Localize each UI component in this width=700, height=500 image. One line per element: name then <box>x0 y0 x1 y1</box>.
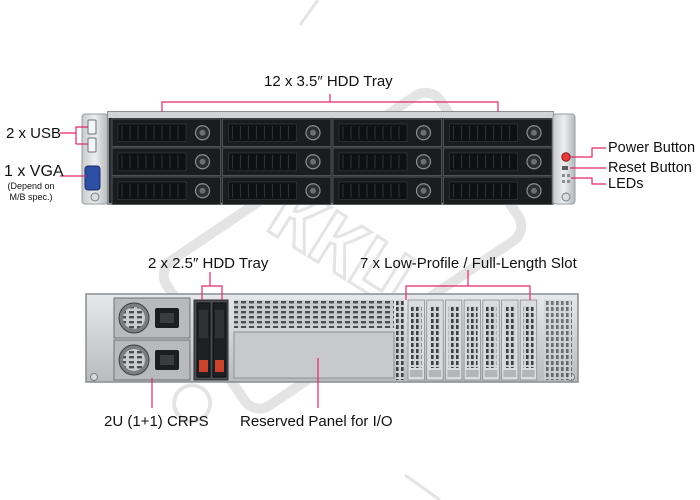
power-button-label: Power Button <box>608 140 696 156</box>
vga-note-line1: (Depend on <box>7 181 55 191</box>
leds-label: LEDs <box>608 176 644 192</box>
expansion-slot[interactable] <box>444 299 463 381</box>
reset-button[interactable] <box>562 166 568 170</box>
hdd-bay[interactable] <box>443 176 553 205</box>
expansion-slot[interactable] <box>463 299 482 381</box>
rear-top-vent <box>234 300 394 328</box>
io-panel-label: Reserved Panel for I/O <box>240 413 393 430</box>
front-hdd-bays <box>111 118 553 205</box>
hdd-bay[interactable] <box>111 176 221 205</box>
psu-2 <box>113 339 191 381</box>
psu-1 <box>113 297 191 339</box>
expansion-slot[interactable] <box>426 299 444 381</box>
rear-callouts <box>151 270 531 408</box>
vga-label: 1 x VGA <box>4 163 64 180</box>
crps-label: 2U (1+1) CRPS <box>104 413 209 430</box>
hdd-bay[interactable] <box>111 147 221 176</box>
usb-port-1 <box>87 119 97 135</box>
expansion-slot-label: 7 x Low-Profile / Full-Length Slot <box>360 255 577 272</box>
rear-hdd-trays <box>193 299 229 381</box>
expansion-slot[interactable] <box>407 299 425 381</box>
usb-port-2 <box>87 137 97 153</box>
expansion-slot[interactable] <box>482 299 500 381</box>
expansion-slot[interactable] <box>501 299 519 381</box>
hdd-bay[interactable] <box>332 147 442 176</box>
rear-view <box>85 293 579 383</box>
hdd-bay[interactable] <box>443 147 553 176</box>
usb-label: 2 x USB <box>6 125 62 142</box>
front-hdd-tray-label: 12 x 3.5″ HDD Tray <box>264 73 393 90</box>
led-indicators <box>562 174 570 183</box>
reserved-io-panel <box>233 331 395 379</box>
reset-button-label: Reset Button <box>608 160 692 176</box>
expansion-slot[interactable] <box>519 299 538 381</box>
rear-hdd-tray-label: 2 x 2.5″ HDD Tray <box>148 255 269 272</box>
hdd-bay[interactable] <box>332 176 442 205</box>
front-callouts <box>60 94 606 185</box>
hdd-bay[interactable] <box>443 118 553 147</box>
hdd-bay[interactable] <box>222 118 332 147</box>
hdd-bay[interactable] <box>222 147 332 176</box>
hdd-bay[interactable] <box>332 118 442 147</box>
hdd-bay[interactable] <box>111 118 221 147</box>
vga-port <box>84 165 101 191</box>
power-button[interactable] <box>561 152 571 162</box>
rear-expansion-slots <box>407 299 572 381</box>
front-view <box>81 111 576 205</box>
hdd-bay[interactable] <box>222 176 332 205</box>
vga-note-line2: M/B spec.) <box>9 192 53 202</box>
